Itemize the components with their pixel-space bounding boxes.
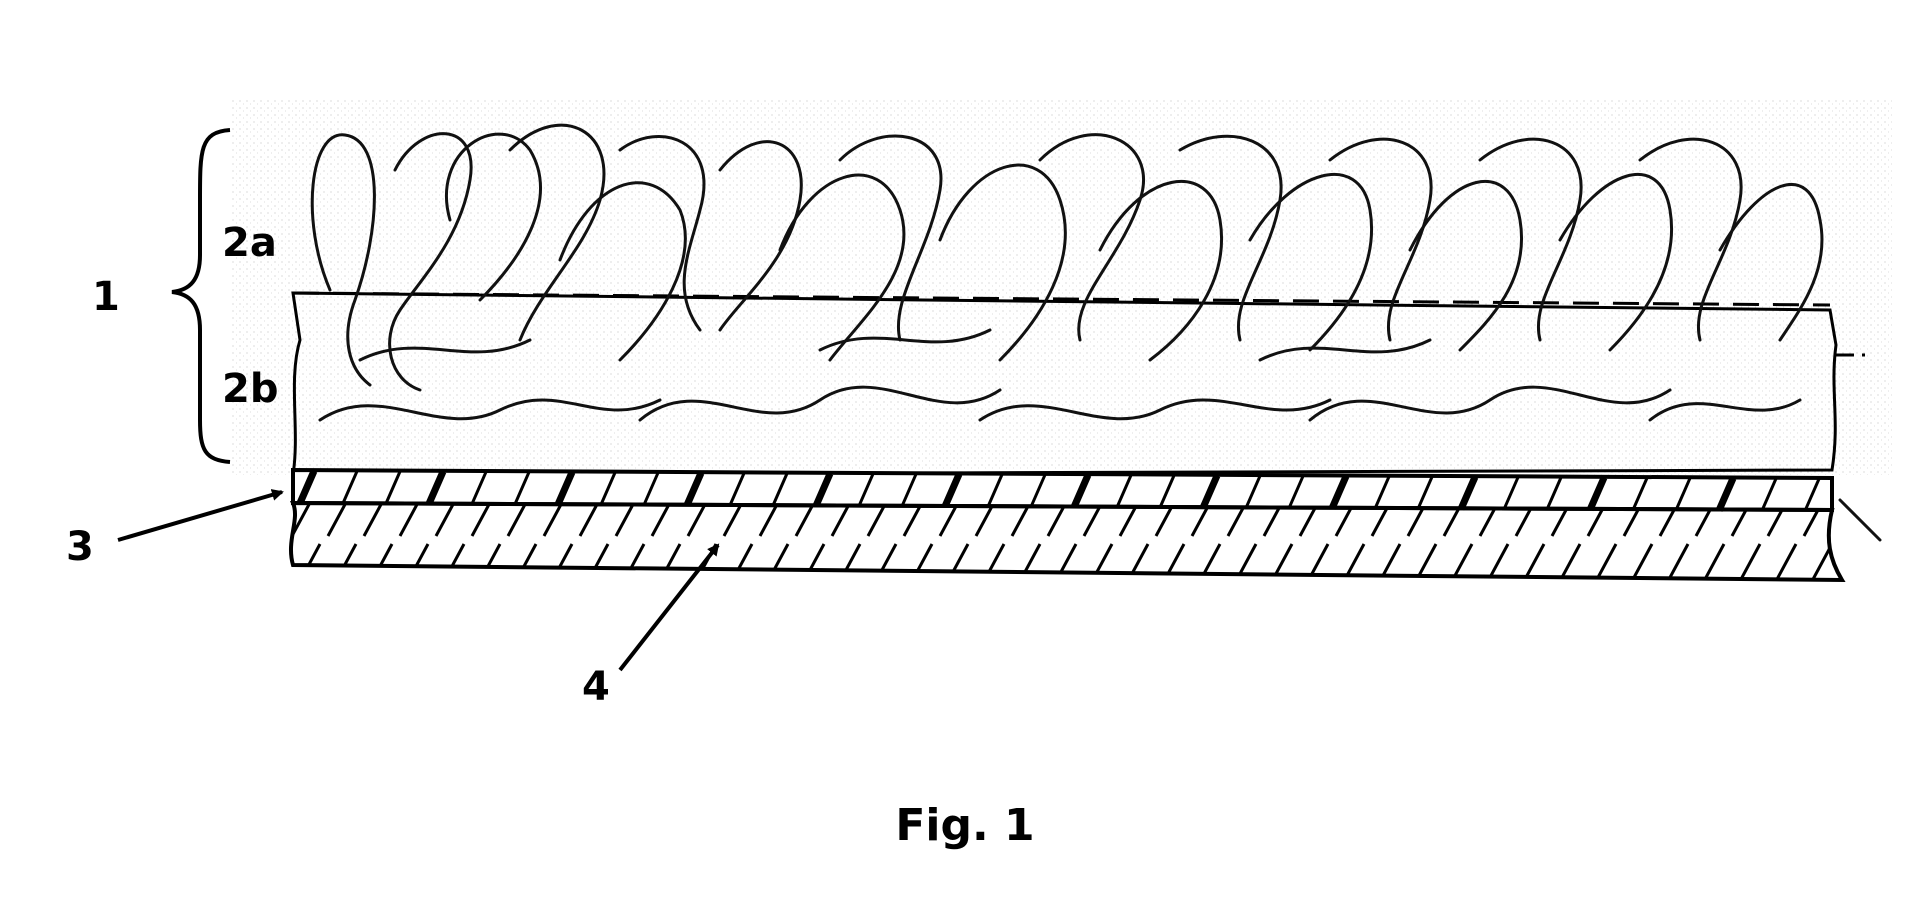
layer-3-hatch-tick	[1373, 476, 1391, 510]
layer-3-hatch-tick	[857, 473, 875, 507]
layer-boundary-dashed	[292, 291, 1831, 307]
layer-3-hatch-tick	[1631, 477, 1649, 511]
leader-arrow-3	[117, 489, 284, 542]
label-ref-4: 4	[582, 664, 610, 710]
layer-3-hatch-tick	[1328, 474, 1350, 510]
layer-3-hatch-tick	[1287, 475, 1305, 509]
layer-3-hatch-tick	[1502, 476, 1520, 510]
fiber-pile	[310, 123, 1882, 542]
layer-3-hatch-tick	[900, 473, 918, 507]
layer-3-hatch-tick	[1760, 478, 1778, 512]
layer-3-hatch-tick	[1115, 474, 1133, 508]
label-ref-2b: 2b	[222, 366, 278, 412]
layer-3-hatch-tick	[728, 472, 746, 506]
layer-3-hatch-tick	[1586, 476, 1608, 512]
layer-3-hatch-tick	[771, 472, 789, 507]
layer-3-hatch-tick	[941, 472, 963, 508]
layer-3-hatch-tick	[384, 470, 402, 505]
layer-3-hatch-tick	[1244, 475, 1262, 509]
figure-caption: Fig. 1	[895, 800, 1034, 851]
label-ref-1: 1	[92, 274, 120, 320]
leader-arrow-4	[618, 543, 720, 672]
layer-3-hatch-tick	[812, 472, 834, 508]
brace-1	[171, 128, 231, 464]
layer-3-hatch-tick	[296, 469, 318, 505]
layer-3-hatch-tick	[1416, 476, 1434, 510]
label-ref-3: 3	[66, 524, 94, 570]
layer-3-hatch-tick	[513, 471, 531, 505]
layer-2b-body	[291, 291, 1838, 477]
layer-4-backing	[288, 500, 1846, 583]
layer-3-hatch-tick	[341, 470, 359, 504]
layer-3-hatch-tick	[1457, 475, 1479, 511]
layer-3-hatch-tick	[986, 474, 1004, 508]
layer-3-hatch-tick	[1158, 474, 1176, 509]
layer-3-hatch-tick	[470, 471, 488, 505]
fiber-texture-background	[232, 100, 1892, 475]
layer-3-hatch-tick	[683, 471, 705, 507]
layer-3-hatch-tick	[1029, 474, 1047, 508]
layer-3-hatch-tick	[1070, 473, 1092, 509]
layer-3-hatch-tick	[599, 471, 617, 506]
layer-3-hatch-tick	[642, 472, 660, 506]
layer-3-hatch-tick	[554, 470, 576, 506]
layer-3-hatch-tick	[1545, 476, 1563, 511]
label-ref-2a: 2a	[222, 220, 277, 266]
layer-3-hatch-tick	[425, 470, 447, 506]
layer-3-hatch-tick	[1803, 478, 1821, 512]
layer-3-hatch-tick	[1199, 474, 1221, 510]
layer-3-band	[291, 467, 1834, 513]
layer-3-hatch-tick	[1674, 477, 1692, 511]
layer-3-hatch-tick	[1715, 477, 1737, 512]
